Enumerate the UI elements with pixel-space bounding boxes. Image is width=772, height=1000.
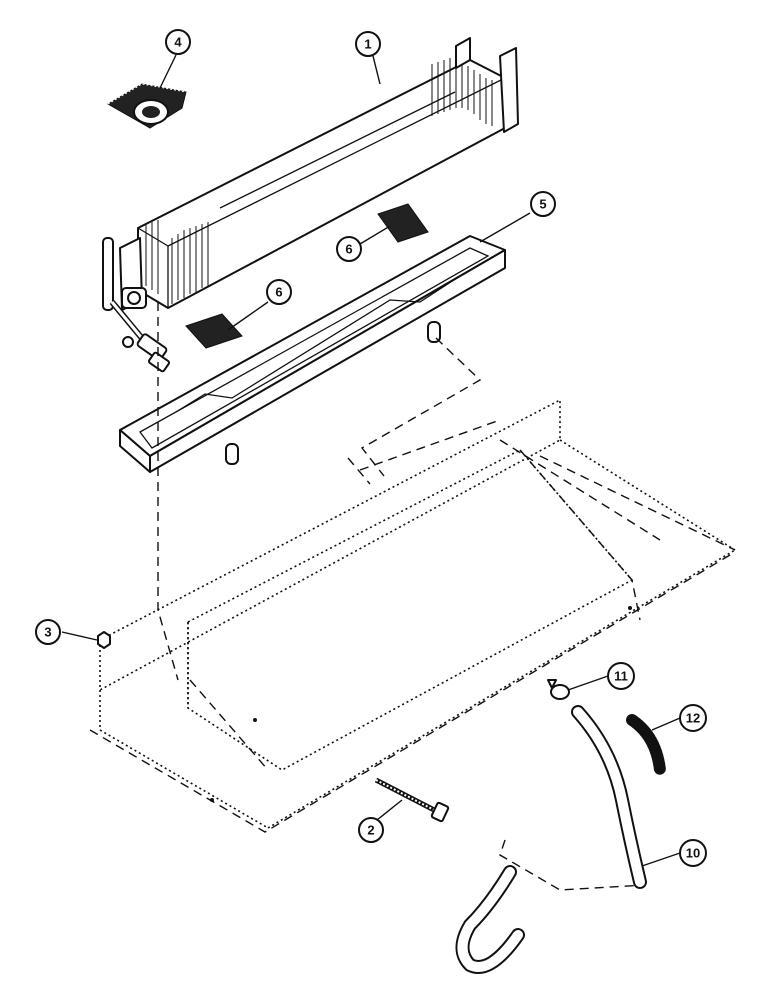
foam-pad-upper-part bbox=[377, 203, 429, 243]
callout-1-label: 1 bbox=[364, 37, 371, 52]
callout-6-lower-label: 6 bbox=[275, 285, 282, 300]
callout-2: 2 bbox=[358, 817, 384, 843]
callout-3-label: 3 bbox=[44, 625, 51, 640]
callout-4: 4 bbox=[165, 29, 191, 55]
spring-guard-part bbox=[626, 714, 666, 776]
callout-6-lower: 6 bbox=[266, 279, 292, 305]
tape-roll-part bbox=[107, 83, 187, 129]
callout-10-label: 10 bbox=[686, 846, 700, 861]
callout-5-label: 5 bbox=[539, 197, 546, 212]
alignment-lines bbox=[157, 302, 646, 891]
heater-core-part bbox=[102, 37, 519, 373]
hose-clamp-part bbox=[547, 679, 570, 700]
foam-pad-lower-part bbox=[185, 313, 243, 349]
callout-11-label: 11 bbox=[614, 669, 628, 684]
bolt-part bbox=[374, 777, 450, 823]
nut-part bbox=[97, 631, 111, 649]
callout-11: 11 bbox=[607, 662, 635, 690]
callout-6-upper-label: 6 bbox=[345, 242, 352, 257]
callout-4-label: 4 bbox=[174, 35, 182, 50]
callout-6-upper: 6 bbox=[336, 236, 362, 262]
callout-3: 3 bbox=[35, 619, 61, 645]
callout-2-label: 2 bbox=[367, 823, 374, 838]
leader-lines bbox=[61, 54, 681, 867]
callout-12-label: 12 bbox=[686, 711, 700, 726]
callout-12: 12 bbox=[679, 704, 707, 732]
callout-10: 10 bbox=[679, 839, 707, 867]
drain-tray-part bbox=[119, 235, 506, 473]
callout-5: 5 bbox=[530, 191, 556, 217]
drain-hose-part bbox=[455, 705, 647, 974]
heater-housing-outline bbox=[89, 398, 736, 833]
callout-1: 1 bbox=[355, 31, 381, 57]
